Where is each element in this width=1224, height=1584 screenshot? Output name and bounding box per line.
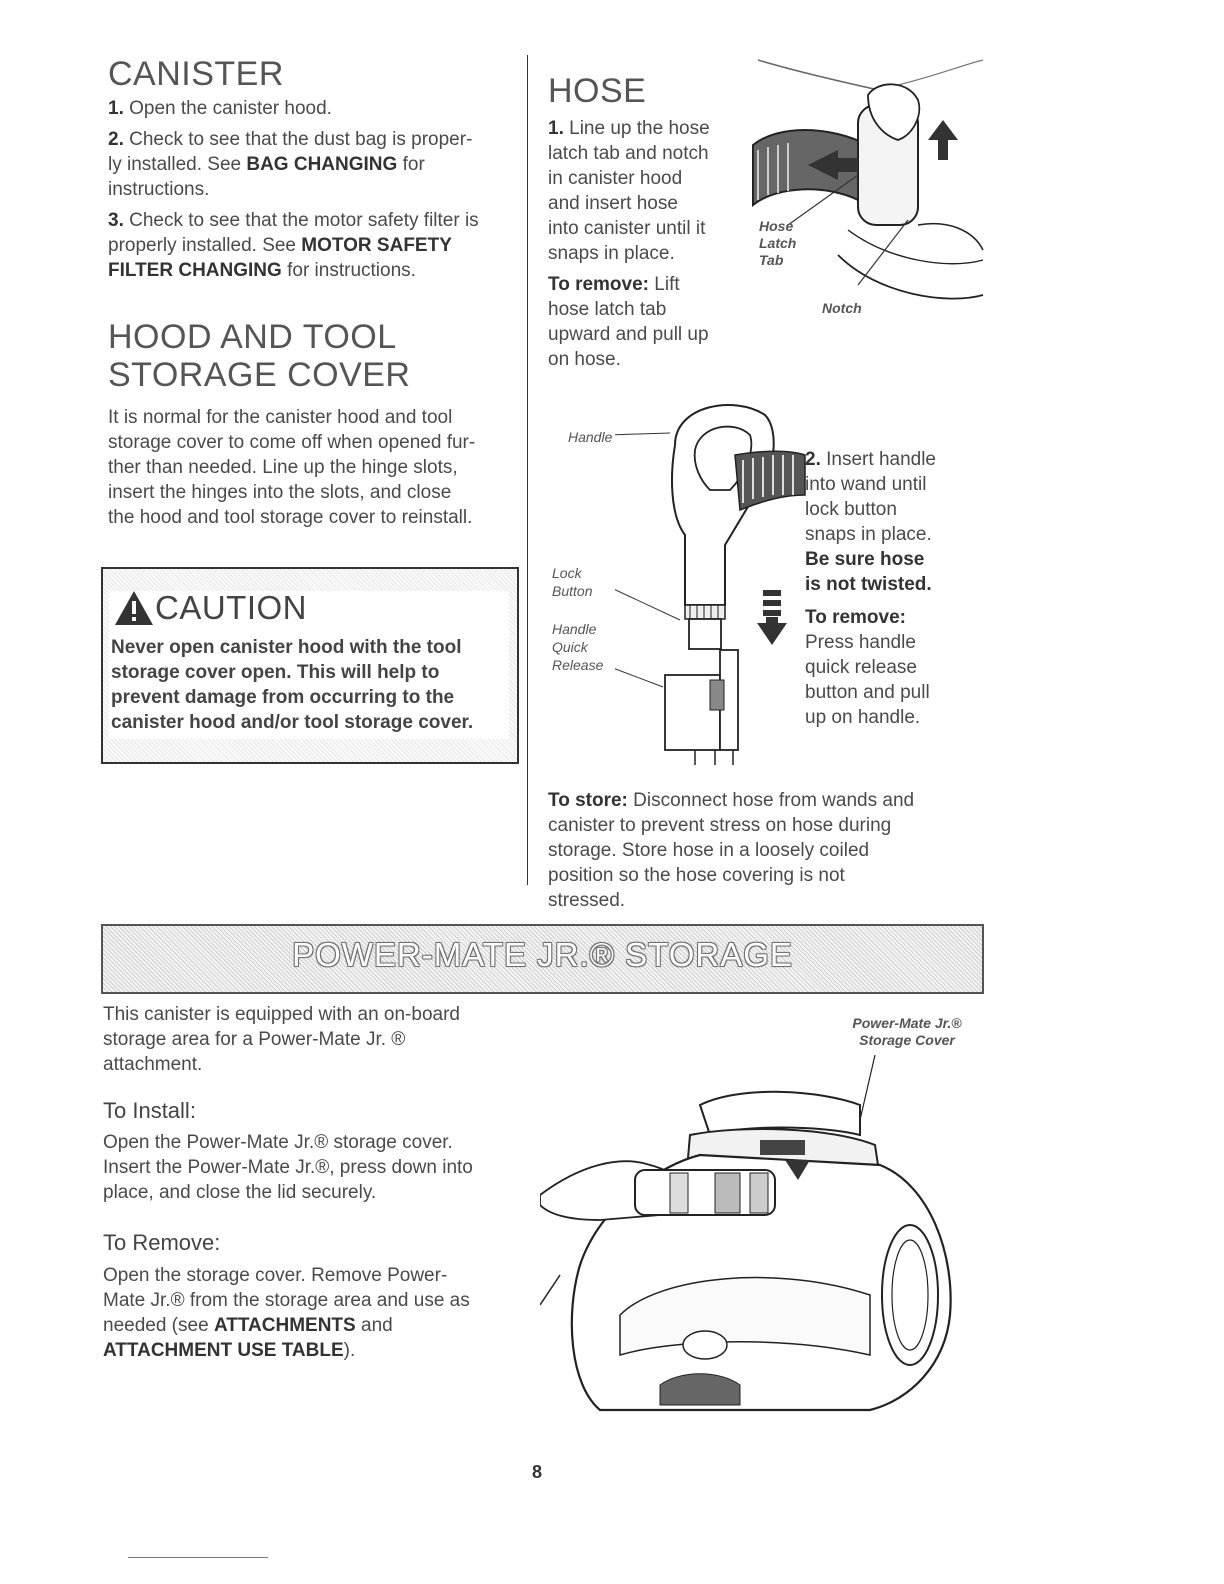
hood-body: It is normal for the canister hood and t… <box>108 407 476 528</box>
hose-store: To store: Disconnect hose from wands and… <box>548 790 915 911</box>
notch-label: Notch <box>822 300 862 316</box>
canister-step-1: 1. Open the canister hood. <box>108 98 332 119</box>
page-number: 8 <box>532 1462 543 1482</box>
powermate-intro: This canister is equipped with an on-boa… <box>103 1004 460 1075</box>
column-divider <box>527 55 528 885</box>
hose-step-2: 2. Insert handle into wand until lock bu… <box>805 449 936 595</box>
hose-remove-1: To remove: Lift hose latch tab upward an… <box>548 274 709 370</box>
hose-insert-illustration <box>752 59 984 300</box>
handle-illustration <box>615 404 806 765</box>
remove-body: Open the storage cover. Remove Power- Ma… <box>103 1265 470 1361</box>
canister-heading: CANISTER <box>108 55 284 93</box>
install-body: Open the Power-Mate Jr.® storage cover. … <box>103 1132 473 1203</box>
hood-heading: HOOD AND TOOL STORAGE COVER <box>108 318 411 394</box>
hose-remove-2: To remove: Press handle quick release bu… <box>805 607 930 728</box>
hose-latch-tab-label: Hose Latch Tab <box>759 218 797 268</box>
powermate-banner-title: POWER-MATE JR.® STORAGE <box>292 936 793 973</box>
install-heading: To Install: <box>103 1098 196 1123</box>
canister-step-2: 2. Check to see that the dust bag is pro… <box>108 129 473 200</box>
canister-steps: 1. Open the canister hood. 2. Check to s… <box>108 96 528 289</box>
storage-cover-label: Power-Mate Jr.® Storage Cover <box>852 1015 962 1048</box>
lock-button-label: Lock Button <box>552 565 593 599</box>
hose-step-1: 1. Line up the hose latch tab and notch … <box>548 118 710 264</box>
handle-label: Handle <box>568 429 613 445</box>
caution-inner <box>109 591 509 739</box>
caution-title: CAUTION <box>155 589 307 626</box>
canister-storage-illustration <box>540 1055 952 1412</box>
handle-quick-release-label: Handle Quick Release <box>552 621 604 673</box>
powermate-banner: POWER-MATE JR.® STORAGE <box>101 924 984 994</box>
canister-step-3: 3. Check to see that the motor safety fi… <box>108 210 479 281</box>
remove-heading: To Remove: <box>103 1230 221 1255</box>
caution-text: Never open canister hood with the tool s… <box>111 637 474 733</box>
warning-triangle-icon <box>113 589 155 632</box>
footer-line <box>128 1557 268 1558</box>
caution-box: CAUTION Never open canister hood with th… <box>101 567 519 764</box>
hose-heading: HOSE <box>548 72 647 110</box>
